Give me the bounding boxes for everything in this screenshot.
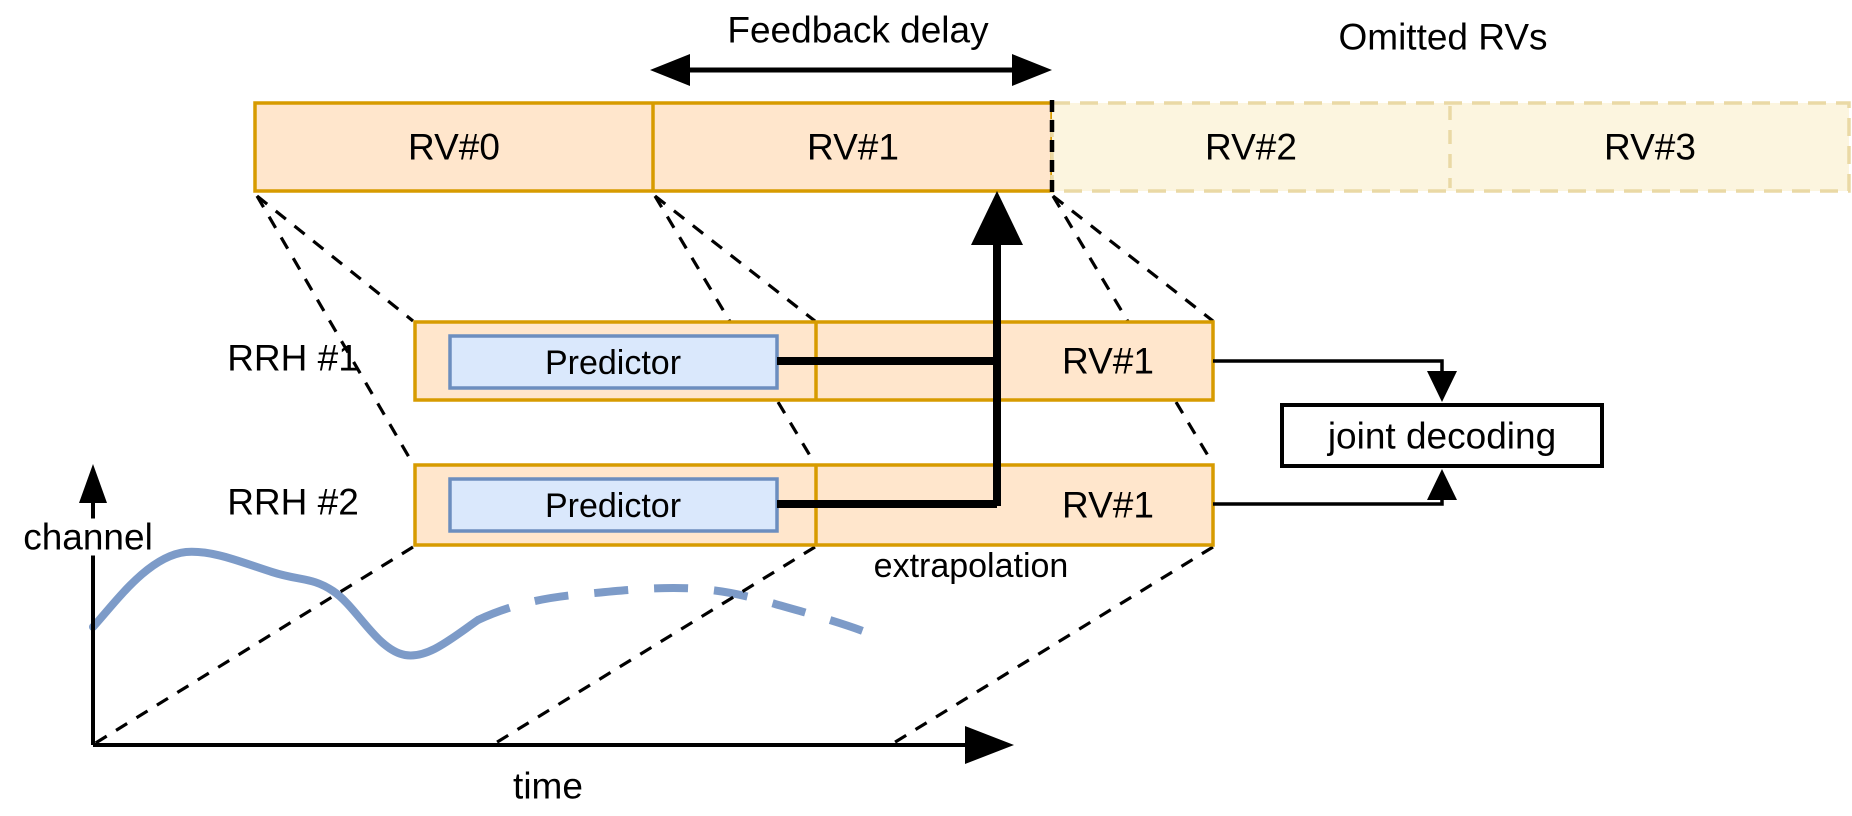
rrh1-to-decoder-line: [1213, 359, 1444, 371]
joint-decoding-box: [1280, 403, 1604, 468]
rrh1-predictor-box: [448, 334, 779, 390]
decoder-in-arrowhead-top-icon: [1427, 371, 1457, 402]
timeline-segment-rv1-label: RV#1: [807, 126, 899, 168]
timeline-segment-rv0-label: RV#0: [408, 126, 500, 168]
channel-axis-label: channel: [20, 518, 156, 556]
rrh2-label: RRH #2: [227, 481, 359, 523]
omitted-rvs-label: Omitted RVs: [1338, 16, 1548, 58]
channel-curve-extrapolated: [476, 583, 870, 637]
timeline-segment-rv3-label: RV#3: [1604, 126, 1696, 168]
joint-decoding-label: joint decoding: [1327, 415, 1557, 457]
timeline-segment-rv2-label: RV#2: [1205, 126, 1297, 168]
feedback-delay-left-arrowhead-icon: [650, 54, 690, 86]
time-axis-label: time: [513, 765, 583, 807]
rrh1-label: RRH #1: [227, 337, 359, 379]
feedback-up-arrowhead-icon: [971, 191, 1023, 245]
extrapolation-label: extrapolation: [873, 547, 1069, 585]
rrh2-predictor-label: Predictor: [544, 487, 682, 525]
decoder-in-arrowhead-bottom-icon: [1427, 469, 1457, 500]
projection-lines-rrh2-to-axis: [93, 545, 1214, 746]
predictor-feedback-lines: [777, 218, 1001, 508]
rrh2-to-decoder-line: [1213, 500, 1444, 506]
rrh2-rv-label: RV#1: [1062, 484, 1154, 526]
channel-axis-arrowhead-icon: [79, 464, 107, 503]
feedback-delay-right-arrowhead-icon: [1012, 54, 1052, 86]
channel-curve-solid: [89, 547, 482, 660]
time-axis-arrowhead-icon: [965, 726, 1014, 764]
rrh1-rv-label: RV#1: [1062, 340, 1154, 382]
feedback-delay-label: Feedback delay: [727, 9, 989, 51]
projection-lines-topbar-to-rrh1: [255, 194, 1214, 323]
rrh1-predictor-label: Predictor: [544, 344, 682, 382]
